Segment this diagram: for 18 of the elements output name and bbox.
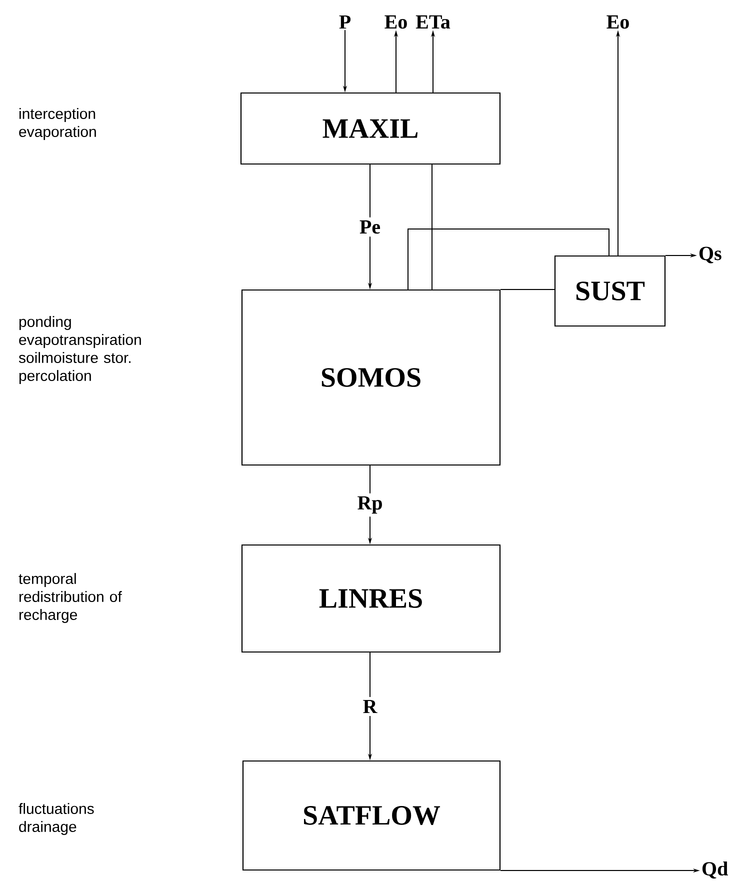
description-text: temporal redistribution of recharge [18,573,122,623]
description-text: ponding evapotranspiration soilmoisture stor. percolation [18,316,141,384]
flow-label: Qd [702,861,728,879]
process-box: SOMOS [241,289,501,466]
edge-label: Pe [356,217,384,237]
flow-label: Eo [606,15,629,29]
process-box: LINRES [241,544,501,653]
description-text: fluctuations drainage [18,803,94,835]
edge-label: Rp [354,493,386,517]
edge-label: R [360,696,380,716]
description-text: interception evaporation [19,108,96,140]
flow-label: Eo [384,15,407,29]
process-box: SUST [554,255,666,327]
process-box: SATFLOW [242,760,501,871]
flow-label: P [339,15,351,29]
flow-label: ETa [416,15,450,29]
process-box: MAXIL [240,92,501,165]
flow-label: Qs [699,246,722,264]
